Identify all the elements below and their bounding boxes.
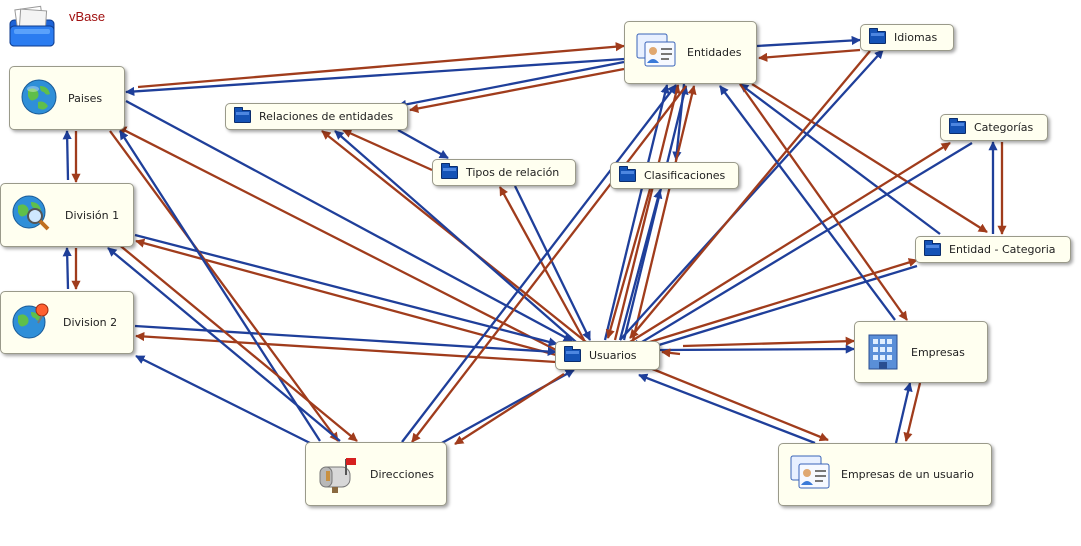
node-paises[interactable]: Paises — [9, 66, 125, 130]
folder-icon — [441, 163, 458, 179]
office-building-icon — [865, 331, 901, 374]
node-label: Division 2 — [63, 316, 118, 329]
app-title: vBase — [69, 9, 106, 24]
node-label: Paises — [68, 91, 103, 105]
node-empresas[interactable]: Empresas — [854, 321, 988, 383]
node-categorias[interactable]: Categorías — [940, 114, 1048, 141]
red-relationship-arrow — [454, 373, 565, 445]
blue-relationship-arrow — [618, 189, 663, 341]
node-entidad-categoria[interactable]: Entidad - Categoria — [915, 236, 1071, 263]
red-relationship-arrow — [342, 128, 433, 172]
blue-relationship-arrow — [62, 130, 72, 181]
red-relationship-arrow — [117, 125, 561, 354]
blue-relationship-arrow — [638, 373, 816, 445]
node-label: División 1 — [65, 208, 120, 222]
node-label: Entidad - Categoria — [949, 243, 1056, 256]
node-label: Tipos de relación — [466, 166, 560, 179]
red-relationship-arrow — [109, 130, 339, 442]
red-relationship-arrow — [629, 142, 951, 343]
blue-relationship-arrow — [603, 84, 670, 341]
blue-relationship-arrow — [119, 130, 321, 442]
node-label: Empresas de un usuario — [841, 468, 974, 481]
red-relationship-arrow — [661, 348, 681, 358]
red-relationship-arrow — [116, 242, 358, 442]
node-idiomas[interactable]: Idiomas — [860, 24, 954, 51]
folder-icon — [564, 346, 581, 362]
red-relationship-arrow — [758, 48, 861, 62]
red-relationship-arrow — [739, 83, 908, 321]
mailbox-icon — [316, 453, 360, 496]
app-logo-icon — [6, 4, 58, 52]
blue-relationship-arrow — [635, 264, 918, 354]
blue-relationship-arrow — [125, 57, 625, 97]
blue-relationship-arrow — [397, 60, 625, 109]
red-relationship-arrow — [639, 258, 918, 347]
blue-relationship-arrow — [513, 185, 592, 341]
folder-icon — [924, 240, 941, 256]
red-relationship-arrow — [135, 238, 561, 358]
blue-relationship-arrow — [125, 99, 573, 343]
contact-cards-icon — [635, 32, 677, 73]
node-division-2[interactable]: Division 2 — [0, 291, 134, 354]
red-relationship-arrow — [644, 364, 829, 442]
red-relationship-arrow — [682, 336, 855, 348]
folder-icon — [619, 166, 636, 182]
red-relationship-arrow — [629, 50, 871, 339]
folder-icon — [234, 107, 251, 123]
node-label: Relaciones de entidades — [259, 110, 394, 123]
node-label: Clasificaciones — [644, 169, 726, 182]
blue-relationship-arrow — [107, 247, 341, 442]
node-relaciones-de-entidades[interactable]: Relaciones de entidades — [225, 103, 408, 130]
red-relationship-arrow — [409, 67, 625, 113]
folder-icon — [949, 118, 966, 134]
node-label: Usuarios — [589, 349, 637, 362]
folder-icon — [869, 28, 886, 44]
blue-relationship-arrow — [659, 344, 855, 354]
blue-relationship-arrow — [401, 84, 677, 443]
blue-relationship-arrow — [631, 142, 973, 349]
blue-relationship-arrow — [62, 247, 72, 290]
node-label: Direcciones — [370, 467, 434, 481]
blue-relationship-arrow — [397, 128, 449, 160]
node-empresas-de-un-usuario[interactable]: Empresas de un usuario — [778, 443, 992, 506]
node-label: Entidades — [687, 46, 742, 59]
node-label: Empresas — [911, 345, 965, 359]
red-relationship-arrow — [605, 188, 652, 339]
contact-cards-icon — [789, 454, 831, 495]
red-relationship-arrow — [135, 331, 557, 364]
node-direcciones[interactable]: Direcciones — [305, 442, 447, 506]
blue-relationship-arrow — [894, 382, 913, 444]
red-relationship-arrow — [411, 85, 687, 443]
blue-relationship-arrow — [739, 83, 941, 235]
blue-relationship-arrow — [719, 85, 896, 321]
blue-relationship-arrow — [134, 233, 558, 347]
red-relationship-arrow — [498, 186, 586, 341]
blue-relationship-arrow — [756, 35, 861, 48]
node-usuarios[interactable]: Usuarios — [555, 341, 660, 370]
red-relationship-arrow — [631, 85, 697, 341]
red-relationship-arrow — [903, 382, 922, 442]
red-relationship-arrow — [137, 42, 625, 89]
blue-relationship-arrow — [334, 130, 577, 343]
node-label: Categorías — [974, 121, 1034, 134]
blue-relationship-arrow — [135, 354, 311, 445]
red-relationship-arrow — [751, 83, 988, 233]
node-division-1[interactable]: División 1 — [0, 183, 134, 247]
globe-magnifier-icon — [11, 194, 55, 237]
node-entidades[interactable]: Entidades — [624, 21, 757, 84]
blue-relationship-arrow — [619, 49, 884, 341]
globe-pin-icon — [11, 301, 53, 344]
node-label: Idiomas — [894, 31, 938, 44]
globe-icon — [20, 78, 58, 119]
node-tipos-de-relacion[interactable]: Tipos de relación — [432, 159, 576, 186]
red-relationship-arrow — [613, 84, 681, 341]
node-clasificaciones[interactable]: Clasificaciones — [610, 162, 739, 189]
